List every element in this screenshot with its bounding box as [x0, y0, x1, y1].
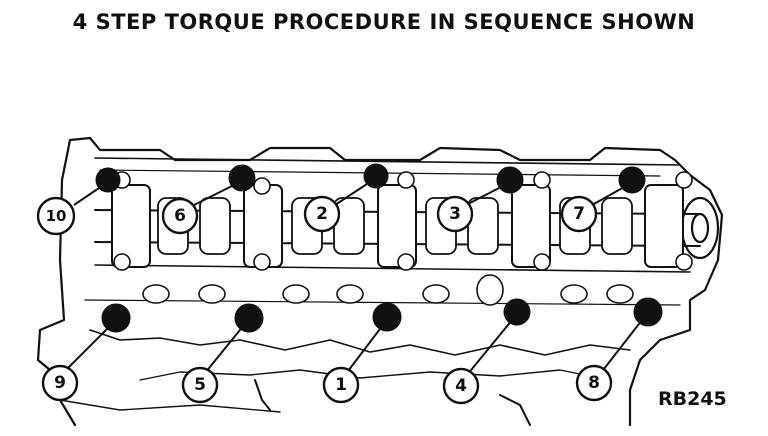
- callout-label-8: 8: [588, 373, 600, 393]
- head-bolt-7: [618, 166, 646, 194]
- head-bolt-3: [496, 166, 524, 194]
- bearing-cap: [511, 184, 551, 268]
- callout-circle-4: [442, 367, 480, 405]
- callout-circle-1: [322, 366, 360, 404]
- head-bolt-6: [228, 164, 256, 192]
- callout-circle-5: [181, 366, 219, 404]
- head-bolt-8: [633, 297, 663, 327]
- callout-circle-10: [36, 196, 76, 236]
- callout-label-6: 6: [174, 206, 186, 226]
- head-bolt-1: [372, 302, 402, 332]
- cam-lobe: [601, 197, 633, 255]
- page-title: 4 STEP TORQUE PROCEDURE IN SEQUENCE SHOW…: [72, 10, 696, 34]
- callout-circle-9: [41, 364, 79, 402]
- head-bolt-5: [234, 303, 264, 333]
- head-bolt-9: [101, 303, 131, 333]
- bearing-cap: [644, 184, 684, 268]
- cam-lobe: [467, 197, 499, 255]
- figure-code: RB245: [658, 388, 727, 410]
- callout-label-2: 2: [316, 204, 328, 224]
- callout-label-1: 1: [335, 375, 347, 395]
- callout-circle-3: [436, 195, 474, 233]
- callout-circle-2: [303, 195, 341, 233]
- callout-circle-8: [575, 364, 613, 402]
- bearing-cap: [377, 184, 417, 268]
- callout-label-3: 3: [449, 204, 461, 224]
- callout-circle-6: [161, 197, 199, 235]
- callout-label-9: 9: [54, 373, 66, 393]
- cam-lobe: [199, 197, 231, 255]
- callout-label-10: 10: [46, 207, 67, 225]
- bearing-cap: [111, 184, 151, 268]
- head-bolt-4: [503, 298, 531, 326]
- callout-label-7: 7: [573, 204, 585, 224]
- callout-label-4: 4: [455, 376, 467, 396]
- callout-label-5: 5: [194, 375, 206, 395]
- callout-circle-7: [560, 195, 598, 233]
